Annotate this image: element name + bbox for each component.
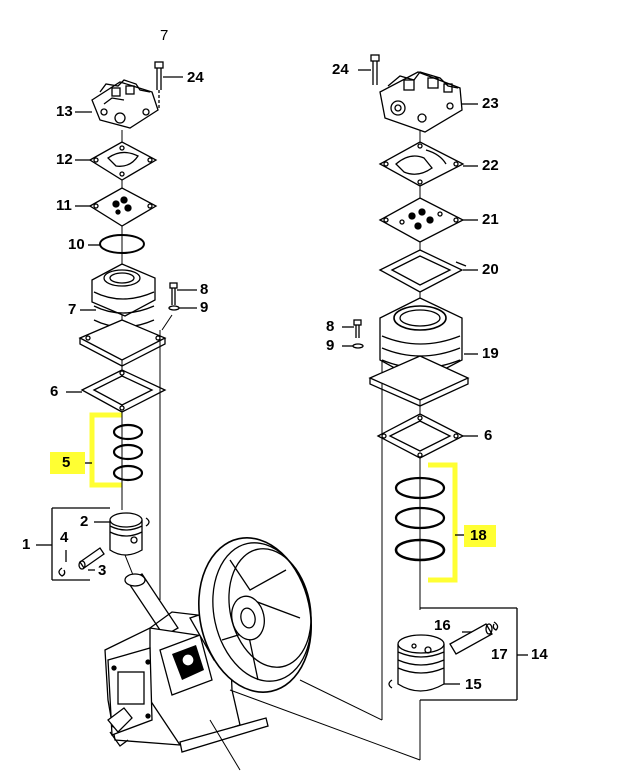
right-label-24: 24 (332, 61, 349, 78)
left-label-2: 2 (80, 513, 89, 530)
right-label-23: 23 (482, 95, 499, 112)
left-label-4: 4 (60, 529, 69, 546)
right-bracket-14 (420, 607, 528, 701)
right-piston-rings-18 (394, 476, 464, 562)
right-wrist-pin-16 (449, 623, 493, 655)
highlight-bracket-right (428, 462, 458, 583)
left-piston-2 (36, 507, 150, 581)
left-label-5: 5 (62, 454, 71, 471)
left-gasket-12 (75, 141, 158, 181)
left-label-10: 10 (68, 236, 85, 253)
left-label-11: 11 (56, 197, 72, 214)
right-label-18: 18 (470, 527, 487, 544)
right-gasket-22 (378, 141, 478, 187)
left-clip-3 (58, 567, 95, 577)
right-bolt-24 (358, 54, 380, 85)
right-cylinder-19 (368, 297, 478, 407)
crankcase-flywheel (104, 330, 421, 771)
right-bolt-8 (342, 319, 364, 349)
left-label-6: 6 (50, 383, 59, 400)
right-gasket-6 (376, 413, 478, 459)
right-label-6: 6 (484, 427, 493, 444)
right-clip-17 (492, 621, 499, 631)
left-wrist-pin-4 (65, 547, 105, 570)
right-label-17: 17 (491, 646, 508, 663)
right-label-22: 22 (482, 157, 499, 174)
left-oring-10 (88, 234, 145, 254)
highlight-box-5 (50, 452, 85, 474)
highlight-box-18 (464, 525, 496, 547)
left-label-8: 8 (200, 281, 209, 298)
right-valve-plate-21 (378, 197, 478, 243)
right-label-20: 20 (482, 261, 499, 278)
left-valve-plate-11 (75, 187, 158, 227)
right-label-8: 8 (326, 318, 335, 335)
left-bolt-8 (161, 282, 197, 331)
left-label-12: 12 (56, 151, 73, 168)
page-number: 7 (160, 27, 169, 44)
right-label-9: 9 (326, 337, 335, 354)
right-label-19: 19 (482, 345, 499, 362)
left-cylinder-7 (78, 263, 167, 367)
right-piston-15 (388, 634, 460, 692)
left-label-7: 7 (68, 301, 77, 318)
right-label-14: 14 (531, 646, 548, 663)
left-label-1: 1 (22, 536, 31, 553)
left-head-13 (75, 79, 159, 129)
left-label-9: 9 (200, 299, 209, 316)
left-gasket-6 (66, 369, 167, 413)
right-head-23 (379, 71, 478, 133)
left-label-13: 13 (56, 103, 73, 120)
right-label-16: 16 (434, 617, 451, 634)
highlight-bracket-left (89, 412, 122, 488)
left-label-3: 3 (98, 562, 107, 579)
left-bolt-24 (154, 61, 183, 110)
left-piston-rings-5 (85, 423, 144, 482)
right-label-21: 21 (482, 211, 499, 228)
left-label-24: 24 (187, 69, 204, 86)
right-label-15: 15 (465, 676, 482, 693)
right-gasket-20 (378, 249, 478, 293)
